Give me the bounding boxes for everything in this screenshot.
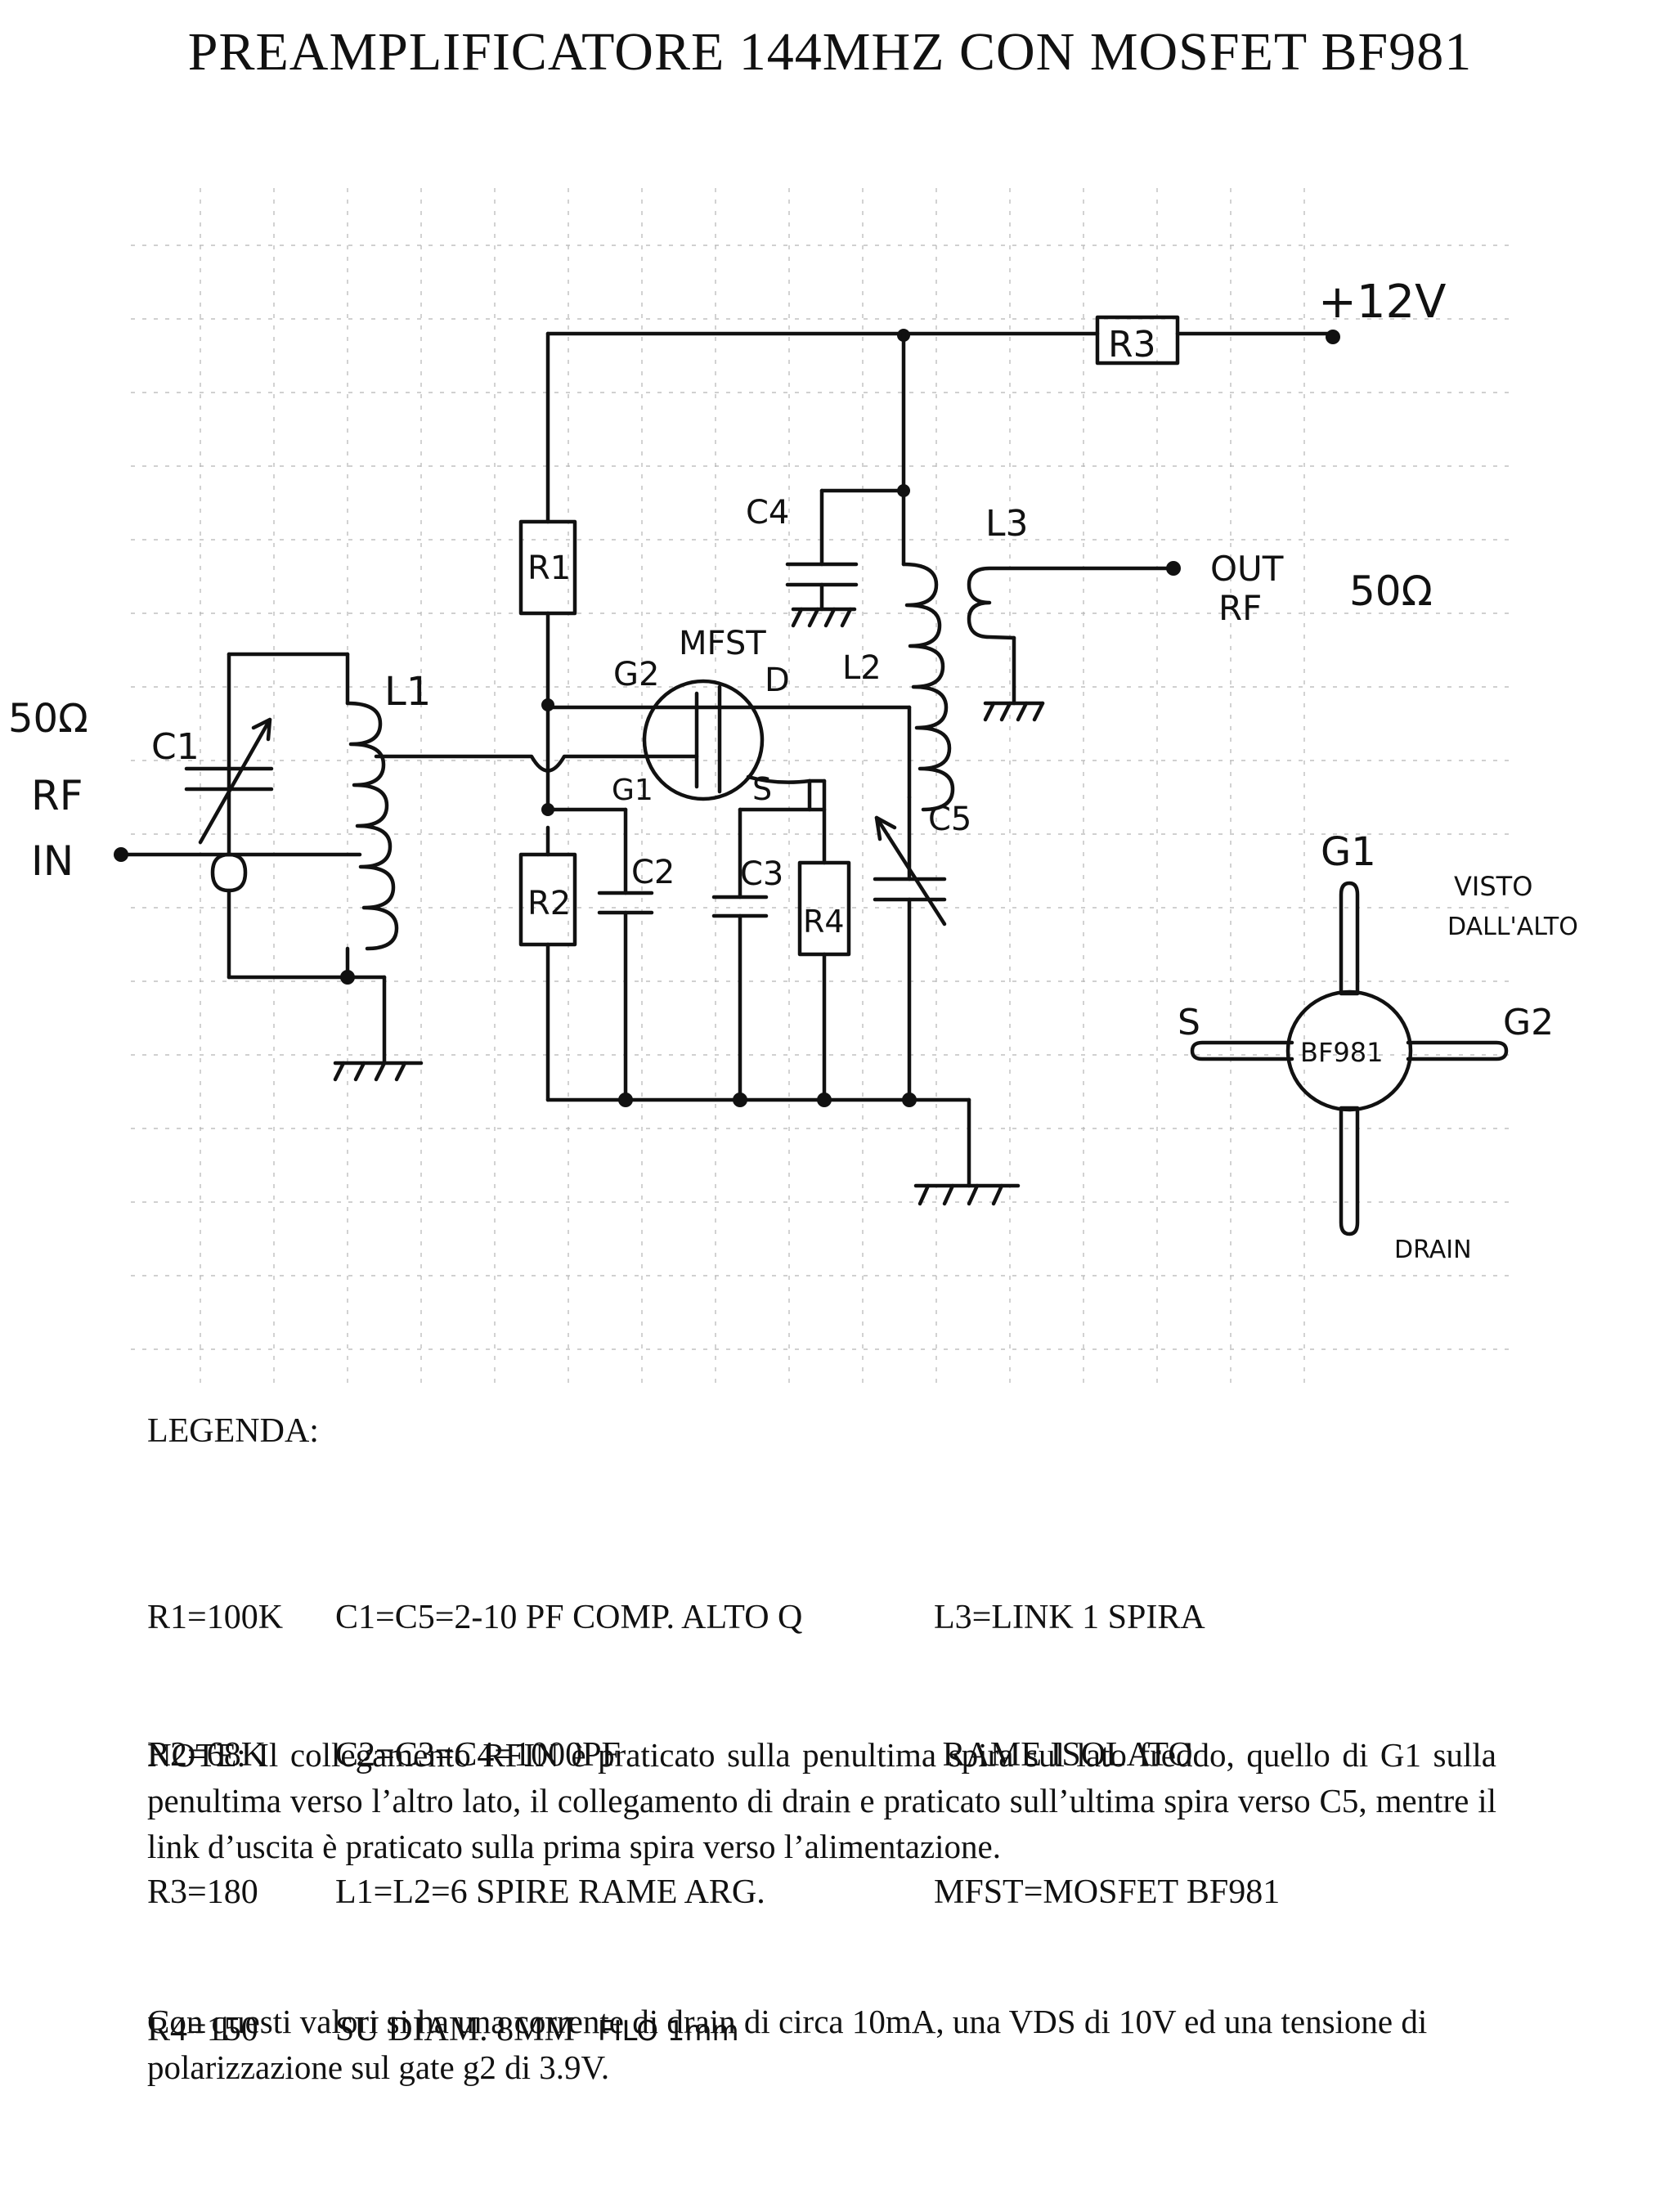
- pinout-drain-label: DRAIN: [1394, 1236, 1472, 1264]
- legend-l3: L3=LINK 1 SPIRA: [934, 1599, 1205, 1636]
- legend-l3-wire: RAME ISOLATO: [934, 1736, 1193, 1774]
- legend-r1: R1=100K: [147, 1599, 284, 1636]
- pinout-s-label: S: [1178, 1002, 1200, 1043]
- legend-capacitors-coils: C1=C5=2-10 PF COMP. ALTO Q C2=C3=C4=1000…: [335, 1503, 802, 2100]
- r4-label: R4: [803, 904, 845, 940]
- circuit-schematic: +12V R3 R1 R2 L1 MFST G2 D G1 S: [8, 188, 1578, 1390]
- g1-wire: [374, 754, 648, 773]
- supply-rail: [545, 329, 1340, 344]
- l2-label: L2: [842, 649, 882, 687]
- legend-c2-c4: C2=C3=C4=1000PF: [335, 1736, 621, 1774]
- c1-label: C1: [151, 726, 200, 768]
- pinout-g1-label: G1: [1321, 829, 1376, 875]
- input-terminal: [114, 847, 128, 862]
- r2-label: R2: [527, 885, 571, 922]
- capacitor-c2: [545, 807, 654, 1102]
- legend-diameter: SU DIAM. 8MM FILO 1mm: [335, 2007, 802, 2054]
- c5-label: C5: [928, 801, 971, 838]
- legend-r2: R2=68K: [147, 1736, 267, 1774]
- page-title: PREAMPLIFICATORE 144MHZ CON MOSFET BF981: [187, 22, 1473, 82]
- output-label-out: OUT: [1210, 549, 1284, 589]
- legend-r4: R4=150: [147, 2011, 258, 2048]
- graph-paper-grid: [131, 188, 1513, 1390]
- inductor-l3: [967, 561, 1181, 722]
- inductor-l2: [901, 562, 955, 812]
- c2-label: C2: [631, 854, 675, 891]
- legend-mfst: MFST=MOSFET BF981: [934, 1873, 1281, 1911]
- bf981-pinout: [1190, 881, 1509, 1236]
- pin-g1-label: G1: [612, 774, 653, 807]
- c4-label: C4: [746, 494, 789, 532]
- c3-label: C3: [740, 855, 783, 893]
- output-terminal: [1166, 561, 1181, 576]
- pin-g2-label: G2: [613, 656, 659, 693]
- view-label-visto: VISTO: [1454, 871, 1532, 902]
- mosfet-symbol: [642, 679, 812, 801]
- output-label-rf: RF: [1218, 588, 1262, 628]
- resistor-r3: R3: [1095, 315, 1180, 366]
- operating-point-paragraph: Con questi valori si ha una corrente di …: [147, 2003, 1428, 2086]
- pin-lead-g2: [1406, 1040, 1509, 1061]
- mosfet-label: MFST: [679, 625, 766, 662]
- l3-label: L3: [985, 503, 1029, 545]
- l1-label: L1: [384, 669, 431, 715]
- supply-label: +12V: [1318, 276, 1447, 329]
- notes-paragraph: NOTE: Il collegamento RFIN è praticato s…: [147, 1736, 1496, 1865]
- pin-lead-s: [1190, 1040, 1294, 1061]
- pinout-g2-label: G2: [1503, 1002, 1554, 1043]
- source-network: [711, 778, 851, 1102]
- view-label-dallalto: DALL'ALTO: [1447, 913, 1578, 941]
- bias-divider-branch: [518, 331, 577, 1102]
- r1-label: R1: [527, 550, 571, 587]
- ground-bus: [545, 1093, 1021, 1206]
- inductor-l1: [345, 701, 399, 951]
- bf981-body-label: BF981: [1300, 1037, 1383, 1068]
- legend-diameter-text: SU DIAM. 8MM: [335, 2011, 575, 2048]
- pin-lead-g1: [1339, 881, 1360, 996]
- legend-resistors: R1=100K R2=68K R3=180 R4=150: [147, 1503, 283, 2098]
- input-label-rf: RF: [31, 772, 83, 819]
- r3-label: R3: [1108, 324, 1156, 366]
- input-tank: [114, 652, 424, 1082]
- pin-d-label: D: [765, 662, 790, 699]
- input-label-in: IN: [31, 837, 74, 885]
- legend-c1-c5: C1=C5=2-10 PF COMP. ALTO Q: [335, 1599, 803, 1636]
- legend-heading: LEGENDA:: [147, 1412, 319, 1450]
- legend-link: L3=LINK 1 SPIRA RAME ISOLATO MFST=MOSFET…: [934, 1503, 1280, 1961]
- legend-r3: R3=180: [147, 1873, 258, 1911]
- drain-branch: [785, 331, 955, 1102]
- c5-trimmer-arrow: [874, 815, 947, 927]
- pin-lead-drain: [1339, 1106, 1360, 1236]
- input-impedance-label: 50Ω: [8, 696, 88, 742]
- bf981-body: [1285, 989, 1413, 1112]
- legend-l1-l2: L1=L2=6 SPIRE RAME ARG.: [335, 1873, 765, 1911]
- pin-s-label: S: [752, 771, 772, 807]
- legend-wire-note: FILO 1mm: [597, 2015, 739, 2048]
- output-impedance-label: 50Ω: [1349, 568, 1433, 615]
- c1-trimmer-arrow: [198, 717, 272, 845]
- supply-terminal: [1326, 330, 1340, 344]
